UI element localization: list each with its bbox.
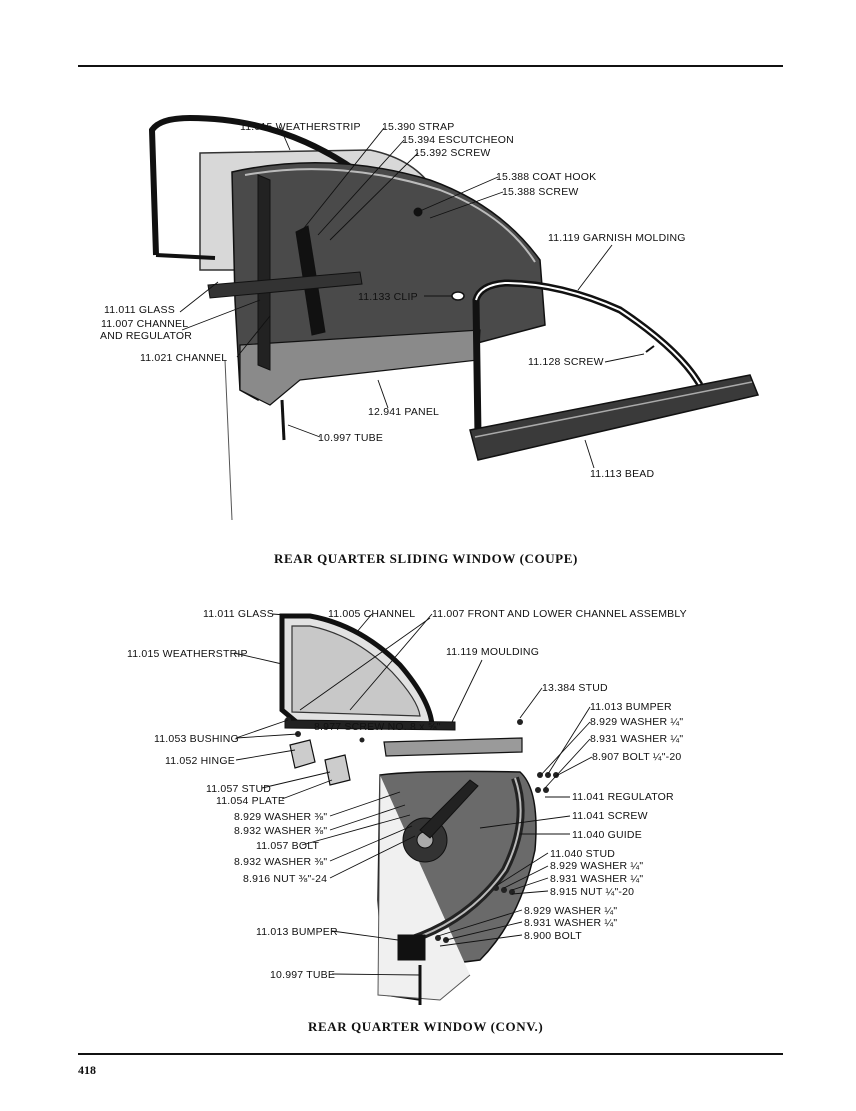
coupe-screw [645, 345, 655, 353]
label-conv-washer-8929-mid: 8.929 WASHER ¼" [550, 860, 644, 872]
page-number: 418 [78, 1063, 96, 1077]
label-conv-bolt-8907: 8.907 BOLT ¼"-20 [592, 751, 682, 763]
label-conv-nut-8916: 8.916 NUT ⅜"-24 [243, 873, 328, 885]
conv-lower-channel [284, 719, 456, 731]
conv-plate [324, 754, 351, 786]
label-conv-stud-13384: 13.384 STUD [542, 682, 608, 694]
label-conv-regulator: 11.041 REGULATOR [572, 791, 674, 803]
label-conv-moulding: 11.119 MOULDING [446, 646, 540, 658]
label-conv-stud-11057: 11.057 STUD [206, 783, 272, 795]
label-conv-guide: 11.040 GUIDE [572, 829, 642, 841]
label-coupe-screw-15392: 15.392 SCREW [414, 147, 491, 159]
label-conv-bumper-top: 11.013 BUMPER [590, 701, 672, 713]
label-conv-washer-8929-left: 8.929 WASHER ⅜" [234, 811, 328, 823]
label-conv-nut-8915: 8.915 NUT ¼"-20 [550, 886, 635, 898]
coupe-caption: REAR QUARTER SLIDING WINDOW (COUPE) [274, 551, 578, 566]
label-coupe-channel-regulator-1: 11.007 CHANNEL [101, 318, 189, 330]
label-conv-plate: 11.054 PLATE [216, 795, 286, 807]
label-conv-hinge: 11.052 HINGE [165, 755, 235, 767]
coupe-channel [257, 174, 271, 371]
bottom-rule [78, 1053, 783, 1055]
label-coupe-tube: 10.997 TUBE [318, 432, 384, 444]
label-conv-washer-8932-left: 8.932 WASHER ⅜" [234, 825, 328, 837]
coupe-bead [469, 374, 760, 461]
label-conv-screw-8977: 8.977 SCREW NO. 8 x ⅝" [314, 721, 441, 733]
label-conv-bolt-11057: 11.057 BOLT [256, 840, 320, 852]
label-coupe-glass: 11.011 GLASS [104, 304, 175, 316]
conv-illustration [233, 613, 593, 1005]
top-rule [78, 65, 783, 67]
conv-hinge [289, 739, 316, 769]
coupe-tube [280, 399, 286, 441]
label-coupe-weatherstrip: 11.015 WEATHERSTRIP [240, 121, 361, 133]
label-coupe-channel-11021: 11.021 CHANNEL [140, 352, 228, 364]
label-conv-front-lower-channel: 11.007 FRONT AND LOWER CHANNEL ASSEMBLY [432, 608, 687, 620]
coupe-lower-panel [239, 329, 481, 406]
label-conv-washer-8931-low: 8.931 WASHER ¼" [524, 917, 618, 929]
coupe-illustration [148, 114, 760, 521]
label-conv-washer-8929-low: 8.929 WASHER ¼" [524, 905, 618, 917]
label-coupe-escutcheon: 15.394 ESCUTCHEON [402, 134, 514, 146]
label-conv-washer-8931-mid: 8.931 WASHER ¼" [550, 873, 644, 885]
coupe-coat-hook [413, 207, 423, 217]
conv-bumper [397, 934, 426, 961]
coupe-regulator [207, 271, 363, 299]
label-conv-stud-11040: 11.040 STUD [550, 848, 616, 860]
label-conv-weatherstrip: 11.015 WEATHERSTRIP [127, 648, 248, 660]
coupe-clip [451, 291, 465, 301]
label-conv-bushing: 11.053 BUSHING [154, 733, 239, 745]
label-coupe-panel: 12.941 PANEL [368, 406, 440, 418]
label-conv-washer-8931-top: 8.931 WASHER ¼" [590, 733, 684, 745]
label-coupe-channel-regulator-2: AND REGULATOR [100, 330, 193, 342]
label-coupe-garnish-molding: 11.119 GARNISH MOLDING [548, 232, 686, 244]
label-coupe-clip: 11.133 CLIP [358, 291, 418, 303]
label-coupe-bead: 11.113 BEAD [590, 468, 655, 480]
label-coupe-strap: 15.390 STRAP [382, 121, 455, 133]
label-conv-channel-11005: 11.005 CHANNEL [328, 608, 416, 620]
label-conv-screw-11041: 11.041 SCREW [572, 810, 648, 822]
label-coupe-screw-15388: 15.388 SCREW [502, 186, 579, 198]
coupe-weatherstrip [148, 114, 357, 256]
label-conv-glass: 11.011 GLASS [203, 608, 274, 620]
label-conv-bolt-8900: 8.900 BOLT [524, 930, 582, 942]
conv-moulding [383, 737, 523, 757]
label-conv-washer-8932-left2: 8.932 WASHER ⅜" [234, 856, 328, 868]
conv-caption: REAR QUARTER WINDOW (CONV.) [308, 1019, 544, 1034]
label-coupe-screw-11128: 11.128 SCREW [528, 356, 604, 368]
label-conv-washer-8929-top: 8.929 WASHER ¼" [590, 716, 684, 728]
label-conv-tube: 10.997 TUBE [270, 969, 336, 981]
label-coupe-coat-hook: 15.388 COAT HOOK [496, 171, 597, 183]
conv-regulator-arm [419, 779, 479, 839]
label-conv-bumper-bottom: 11.013 BUMPER [256, 926, 338, 938]
